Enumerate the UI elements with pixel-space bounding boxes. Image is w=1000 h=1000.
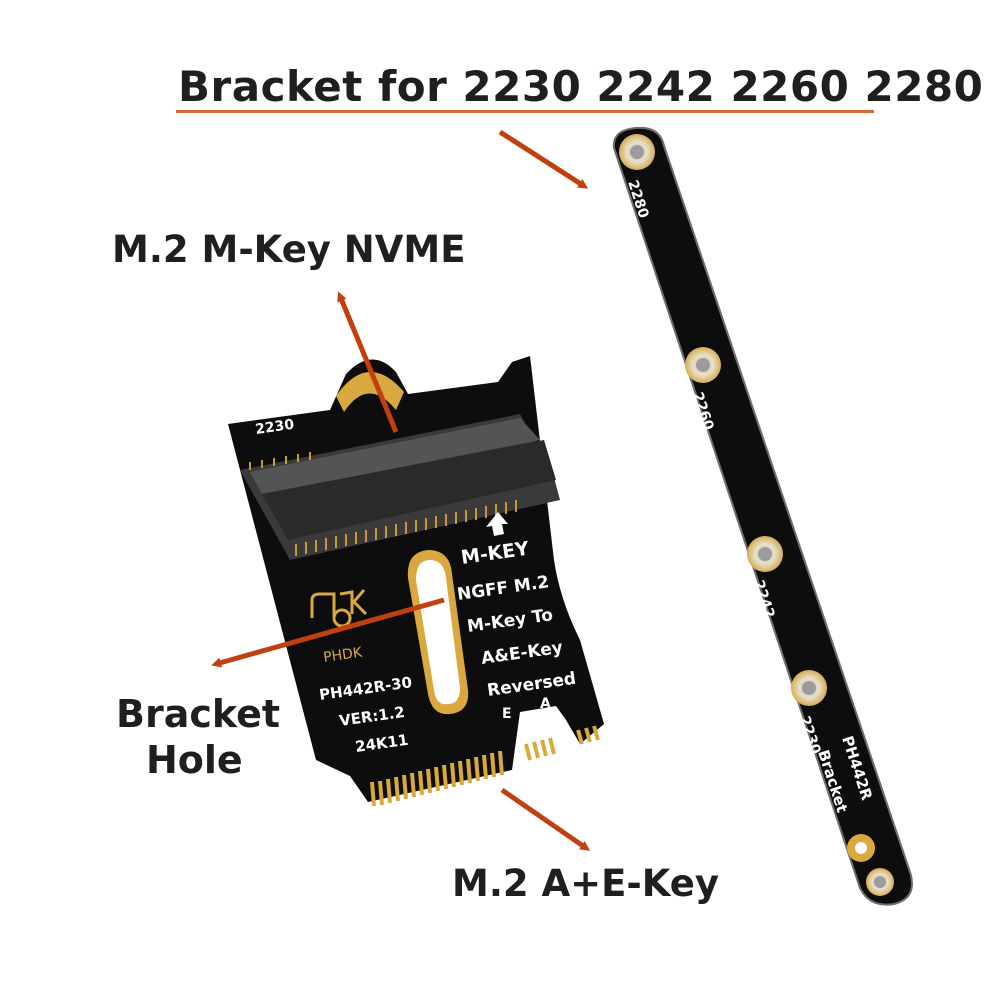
rohs-text: RoHS (440, 370, 481, 390)
bracket-body (612, 126, 913, 906)
nvme-callout-label: M.2 M-Key NVME (112, 228, 466, 271)
board-size-text: 2230 (254, 417, 295, 438)
edge-connector-fingers (370, 725, 600, 807)
phdk-logo (310, 589, 368, 628)
mkey-socket (240, 414, 560, 560)
arrow-to-ae-key (500, 787, 591, 851)
m2-bracket-bar: 2280 2260 2242 2230 PH442R Bracket (612, 126, 913, 906)
arrow-to-bracket (498, 129, 589, 189)
top-notch-gold (336, 371, 404, 412)
key-a-text: A (540, 696, 551, 712)
key-e-text: E (502, 706, 512, 722)
bracket-hole-label-line2: Hole (146, 738, 243, 782)
m2-adapter-board: RoHS 2230 PHDK PH442R-30 VER:1.2 24K11 M… (228, 356, 604, 807)
up-arrow-icon (486, 512, 508, 536)
arrow-to-nvme (337, 291, 399, 433)
callout-arrows (211, 129, 591, 851)
bracket-hole-label-line1: Bracket (116, 692, 281, 736)
brand-text: PHDK (322, 645, 364, 666)
arrow-to-bracket-hole (211, 597, 445, 668)
page-title: Bracket for 2230 2242 2260 2280 (178, 62, 984, 111)
title-underline (176, 110, 874, 113)
ae-key-callout-label: M.2 A+E-Key (452, 862, 720, 905)
